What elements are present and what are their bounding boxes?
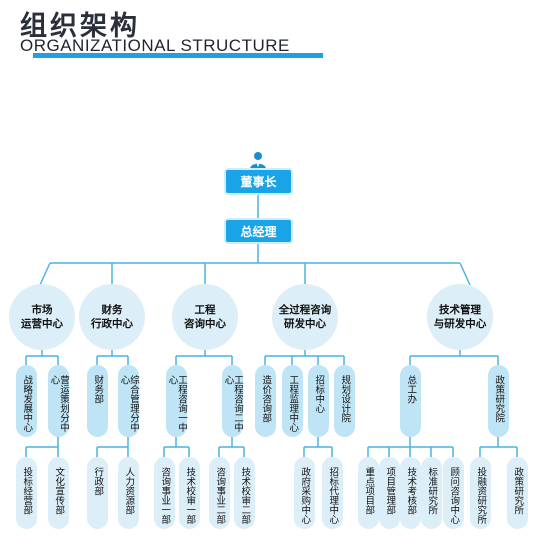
dept-general-management: 综合管理分中心 <box>118 365 139 437</box>
dept-label: 财务部 <box>92 375 104 404</box>
subdept-label: 标准研究所 <box>426 467 438 515</box>
center-label: 工程 咨询中心 <box>184 303 226 330</box>
dept-cost-consulting: 造价咨询部 <box>255 365 276 437</box>
subdept-project-management: 项目管理部 <box>379 457 400 529</box>
center-label: 全过程咨询 研发中心 <box>278 303 332 330</box>
subdept-consulting-1: 咨询事业一部 <box>154 457 175 529</box>
subdept-label: 行政部 <box>92 467 104 496</box>
dept-label: 政策研究院 <box>493 375 505 423</box>
subdept-standards-research: 标准研究所 <box>421 457 442 529</box>
subdept-label: 重点项目部 <box>363 467 375 515</box>
dept-label: 工程咨询一中心 <box>166 375 188 432</box>
page-subtitle: ORGANIZATIONAL STRUCTURE <box>20 36 290 55</box>
center-label: 市场 运营中心 <box>21 303 63 330</box>
subdept-key-projects: 重点项目部 <box>358 457 379 529</box>
subdept-label: 顾问咨询中心 <box>448 467 460 524</box>
subdept-label: 人力资源部 <box>123 467 135 515</box>
subdept-label: 文化宣传部 <box>53 467 65 515</box>
dept-policy-research-institute: 政策研究院 <box>488 365 509 437</box>
subdept-label: 投融资研究所 <box>475 467 487 524</box>
dept-label: 总工办 <box>405 375 417 404</box>
subdept-label: 咨询事业二部 <box>214 467 226 524</box>
subdept-label: 技术校审二部 <box>239 467 251 524</box>
dept-finance: 财务部 <box>87 365 108 437</box>
center-label: 技术管理 与研发中心 <box>433 303 487 330</box>
subdept-tech-review-1: 技术校审一部 <box>179 457 200 529</box>
subdept-label: 政策研究所 <box>512 467 524 515</box>
subdept-label: 咨询事业一部 <box>159 467 171 524</box>
dept-label: 战略发展中心 <box>21 375 33 432</box>
dept-tendering-center: 招标中心 <box>308 365 329 437</box>
subdept-advisory-consulting: 顾问咨询中心 <box>443 457 464 529</box>
subdept-bidding-business: 投标经营部 <box>16 457 37 529</box>
center-market-operations: 市场 运营中心 <box>9 284 75 350</box>
subdept-human-resources: 人力资源部 <box>118 457 139 529</box>
dept-label: 规划设计院 <box>339 375 351 423</box>
dept-eng-consulting-1: 工程咨询一中心 <box>166 365 187 437</box>
subdept-label: 招标代理中心 <box>327 467 339 524</box>
subdept-tech-assessment: 技术考核部 <box>400 457 421 529</box>
general-manager-box: 总经理 <box>224 218 293 244</box>
subdept-administration: 行政部 <box>87 457 108 529</box>
dept-eng-consulting-2: 工程咨询二中心 <box>222 365 243 437</box>
dept-label: 工程监理中心 <box>287 375 299 432</box>
subdept-label: 项目管理部 <box>384 467 396 515</box>
dept-label: 造价咨询部 <box>260 375 272 423</box>
center-label: 财务 行政中心 <box>91 303 133 330</box>
subdept-culture-publicity: 文化宣传部 <box>48 457 69 529</box>
dept-engineering-supervision: 工程监理中心 <box>282 365 303 437</box>
dept-label: 综合管理分中心 <box>118 375 140 432</box>
center-tech-management-rd: 技术管理 与研发中心 <box>427 284 493 350</box>
subdept-label: 政府采购中心 <box>299 467 311 524</box>
chairman-box: 董事长 <box>224 168 293 195</box>
subdept-label: 技术校审一部 <box>184 467 196 524</box>
subdept-policy-research: 政策研究所 <box>507 457 528 529</box>
subdept-government-procurement: 政府采购中心 <box>294 457 315 529</box>
page-title: 组织架构 <box>20 11 140 42</box>
subdept-investment-research: 投融资研究所 <box>470 457 491 529</box>
title-underline <box>33 53 323 58</box>
center-engineering-consulting: 工程 咨询中心 <box>172 284 238 350</box>
subdept-tender-agency: 招标代理中心 <box>322 457 343 529</box>
subdept-consulting-2: 咨询事业二部 <box>209 457 230 529</box>
dept-label: 招标中心 <box>313 375 325 413</box>
person-icon <box>250 152 266 169</box>
subdept-label: 投标经营部 <box>21 467 33 515</box>
center-finance-admin: 财务 行政中心 <box>79 284 145 350</box>
center-full-process-rd: 全过程咨询 研发中心 <box>272 284 338 350</box>
subdept-label: 技术考核部 <box>405 467 417 515</box>
dept-label: 工程咨询二中心 <box>222 375 244 432</box>
subdept-tech-review-2: 技术校审二部 <box>234 457 255 529</box>
dept-chief-engineer-office: 总工办 <box>400 365 421 437</box>
dept-strategy-dev: 战略发展中心 <box>16 365 37 437</box>
dept-label: 营运策划分中心 <box>48 375 70 432</box>
dept-operations-planning: 营运策划分中心 <box>48 365 69 437</box>
dept-planning-design: 规划设计院 <box>334 365 355 437</box>
